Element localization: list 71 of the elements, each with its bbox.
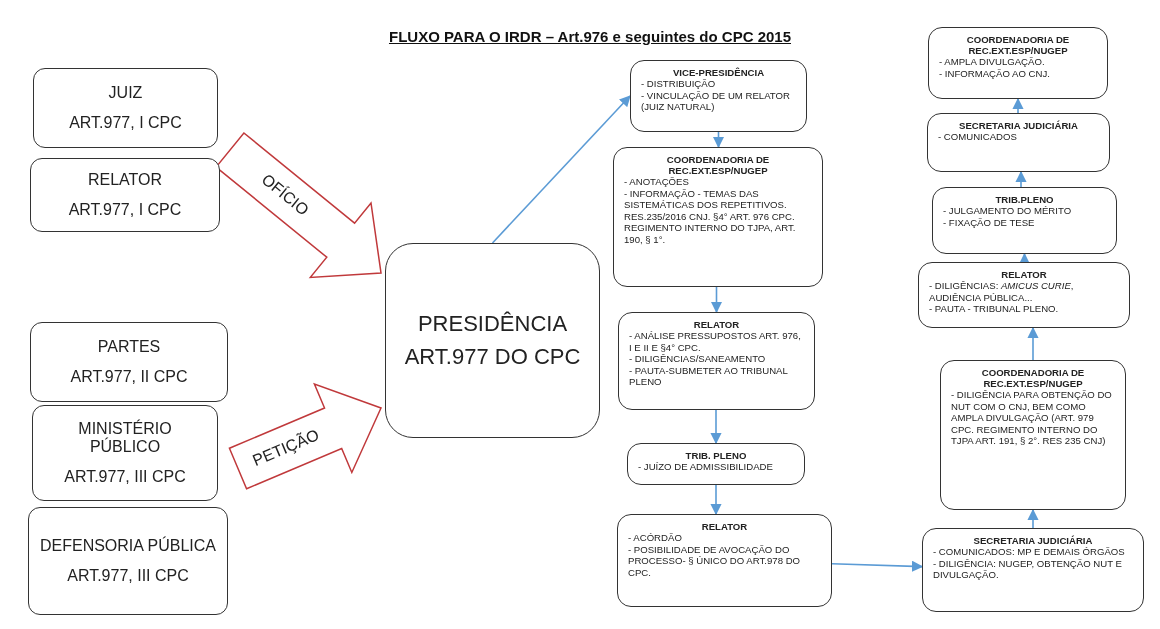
box-text: ART.977 DO CPC — [404, 343, 581, 371]
box-heading: PRESIDÊNCIA — [417, 310, 568, 336]
arrow — [710, 286, 723, 314]
box-heading: VICE-PRESIDÊNCIA — [671, 67, 766, 79]
box-heading: MINISTÉRIO PÚBLICO — [77, 420, 173, 457]
box-heading: COORDENADORIA DE REC.EXT.ESP/NUGEP — [965, 34, 1071, 57]
box-text: - JULGAMENTO DO MÉRITO — [943, 205, 1073, 217]
arrow — [1015, 170, 1027, 188]
box-heading: DEFENSORIA PÚBLICA — [39, 537, 216, 556]
box-text: - COMUNICADOS — [938, 131, 1018, 143]
box-text: ART.977, III CPC — [64, 466, 186, 486]
arrow — [1012, 97, 1024, 114]
source-box — [32, 405, 218, 501]
box-text: - DILIGÊNCIA PARA OBTENÇÃO DO NUT COM O CNJ, BEM COMO AMPLA DIVULGAÇÃO (ART. 979 CPC. REGIMENTO INTERNO DO TJPA ART. 191, § 2°. RES 235 CNJ) — [951, 389, 1113, 447]
process-box — [617, 514, 832, 607]
box-heading: TRIB. PLENO — [684, 450, 748, 462]
arrow — [1027, 508, 1039, 529]
source-box — [28, 507, 228, 615]
box-text: ART.977, III CPC — [67, 565, 189, 585]
arrow — [1027, 326, 1039, 361]
box-text: - INFORMAÇÃO AO CNJ. — [939, 67, 1051, 80]
process-box — [613, 147, 823, 287]
process-box — [928, 27, 1108, 99]
box-heading: RELATOR — [1000, 269, 1048, 281]
box-text: - VINCULAÇÃO DE UM RELATOR (JUIZ NATURAL) — [641, 89, 791, 113]
arrow — [710, 484, 722, 516]
box-text: - ANÁLISE PRESSUPOSTOS ART. 976, I E II E §4° CPC. — [629, 330, 802, 354]
process-box — [627, 443, 805, 485]
source-box — [30, 158, 220, 232]
box-heading: RELATOR — [700, 521, 749, 533]
box-text: - DILIGÊNCIAS: AMICUS CURIE, AUDIÊNCIA PÚBLICA... — [929, 280, 1075, 304]
box-text: ART.977, I CPC — [68, 199, 182, 219]
box-text: ART.977, I CPC — [69, 112, 182, 132]
box-heading: SECRETARIA JUDICIÁRIA — [958, 120, 1079, 132]
process-box — [932, 187, 1117, 254]
process-box — [940, 360, 1126, 510]
box-text: - INFORMAÇÃO - TEMAS DAS SISTEMÁTICAS DOS REPETITIVOS. RES.235/2016 CNJ. §4° ART. 976 CPC. REGIMENTO INTERNO DO TJPA, ART. 190, § 1°. — [624, 187, 797, 246]
box-text: - AMPLA DIVULGAÇÃO. — [939, 56, 1046, 68]
box-heading: SECRETARIA JUDICIÁRIA — [972, 535, 1094, 547]
box-heading: RELATOR — [692, 319, 741, 331]
box-text: - COMUNICADOS: MP E DEMAIS ÓRGÃOS — [933, 546, 1126, 558]
process-box — [922, 528, 1144, 612]
arrow — [491, 95, 631, 244]
box-heading: COORDENADORIA DE REC.EXT.ESP/NUGEP — [980, 367, 1086, 390]
box-text: - DISTRIBUIÇÃO — [641, 78, 717, 90]
process-box — [630, 60, 807, 132]
box-text: - ANOTAÇÕES — [624, 176, 690, 188]
source-box — [33, 68, 218, 148]
box-text: - FIXAÇÃO DE TESE — [943, 216, 1036, 229]
box-text: - PAUTA-SUBMETER AO TRIBUNAL PLENO — [629, 364, 789, 388]
box-heading: COORDENADORIA DE REC.EXT.ESP/NUGEP — [665, 154, 771, 177]
process-box — [927, 113, 1110, 172]
source-box — [30, 322, 228, 402]
box-heading: TRIB.PLENO — [994, 194, 1055, 206]
process-box — [385, 243, 600, 438]
box-text: - PAUTA - TRIBUNAL PLENO. — [929, 303, 1060, 315]
arrow — [831, 560, 924, 572]
arrow — [712, 131, 725, 149]
box-heading: PARTES — [97, 338, 161, 357]
diagram-title: FLUXO PARA O IRDR – Art.976 e seguintes do CPC 2015 — [387, 28, 792, 45]
box-heading: RELATOR — [87, 171, 163, 190]
box-text: - DILIGÊNCIA: NUGEP, OBTENÇÃO NUT E DIVULGAÇÃO. — [933, 557, 1123, 581]
process-box — [918, 262, 1130, 328]
box-text: - DILIGÊNCIAS/SANEAMENTO — [629, 353, 767, 365]
arrow — [710, 409, 722, 445]
box-text: ART.977, II CPC — [70, 366, 188, 386]
box-text: - ACÓRDÃO — [628, 532, 683, 544]
process-box — [618, 312, 815, 410]
box-text: - JUÍZO DE ADMISSIBILIDADE — [638, 461, 774, 473]
box-heading: JUIZ — [108, 84, 143, 103]
box-text: - POSIBILIDADE DE AVOCAÇÃO DO PROCESSO- § ÚNICO DO ART.978 DO CPC. — [628, 543, 802, 579]
